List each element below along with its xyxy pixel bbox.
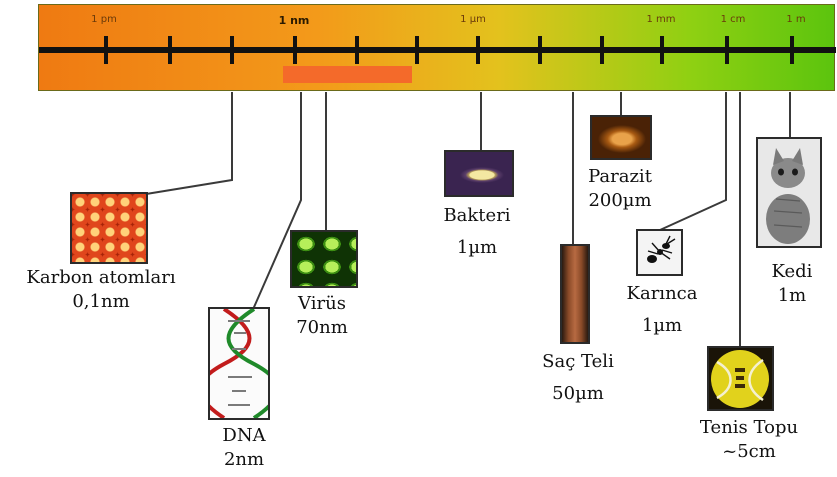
connector-karbon	[140, 92, 232, 195]
karinca-size: 1µm	[627, 314, 698, 338]
virus-name: Virüs	[296, 292, 348, 316]
kedi-size: 1m	[772, 284, 813, 308]
hair-strand-image	[560, 244, 590, 344]
connector-karinca	[660, 92, 726, 230]
carbon-atoms-image	[70, 192, 148, 264]
karinca-name: Karınca	[627, 282, 698, 306]
virus-image	[290, 230, 358, 288]
sac-name: Saç Teli	[542, 350, 614, 374]
virus-size: 70nm	[296, 316, 348, 340]
bakteri-size: 1µm	[443, 236, 510, 260]
karbon-name: Karbon atomları	[26, 266, 175, 290]
dna-size: 2nm	[222, 448, 265, 472]
label-sac: Saç Teli 50µm	[542, 350, 614, 406]
dna-image	[208, 307, 270, 420]
tenis-size: ~5cm	[700, 440, 798, 464]
label-kedi: Kedi 1m	[772, 260, 813, 308]
label-tenis: Tenis Topu ~5cm	[700, 416, 798, 464]
ant-image	[636, 229, 683, 276]
cat-image	[756, 137, 822, 248]
dna-name: DNA	[222, 424, 265, 448]
parasite-image	[590, 115, 652, 160]
parazit-name: Parazit	[588, 165, 652, 189]
cat-icon	[758, 139, 820, 246]
label-parazit: Parazit 200µm	[588, 165, 652, 213]
dna-helix-icon	[210, 309, 268, 418]
label-karinca: Karınca 1µm	[627, 282, 698, 338]
tenis-name: Tenis Topu	[700, 416, 798, 440]
tennis-ball-icon	[709, 348, 772, 409]
label-bakteri: Bakteri 1µm	[443, 204, 510, 260]
label-dna: DNA 2nm	[222, 424, 265, 472]
label-virus: Virüs 70nm	[296, 292, 348, 340]
connector-dna	[244, 92, 301, 330]
karbon-size: 0,1nm	[26, 290, 175, 314]
parazit-size: 200µm	[588, 189, 652, 213]
bacteria-image	[444, 150, 514, 197]
ant-icon	[638, 231, 681, 274]
bakteri-name: Bakteri	[443, 204, 510, 228]
kedi-name: Kedi	[772, 260, 813, 284]
tennis-ball-image	[707, 346, 774, 411]
sac-size: 50µm	[542, 382, 614, 406]
label-karbon: Karbon atomları 0,1nm	[26, 266, 175, 314]
